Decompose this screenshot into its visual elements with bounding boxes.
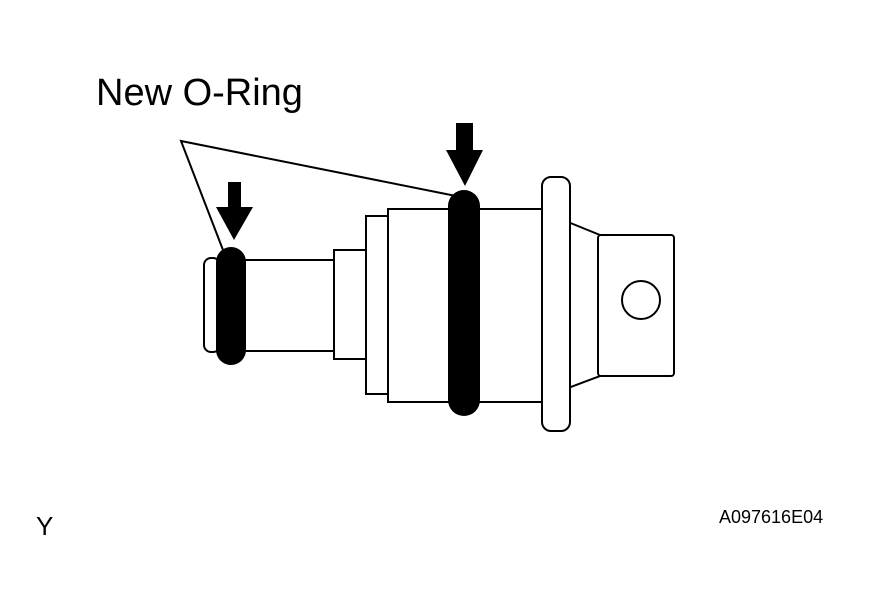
figure-code: A097616E04 (719, 507, 823, 527)
injector-nozzle (231, 259, 337, 352)
connector-pin-hole (621, 280, 661, 320)
small-o-ring (216, 247, 246, 365)
large-o-ring (448, 190, 480, 416)
leader-lines (179, 139, 457, 251)
injector-flange (541, 176, 571, 432)
injector-taper (567, 220, 601, 390)
new-o-ring-label: New O-Ring (96, 72, 303, 114)
corner-mark: Y (36, 511, 53, 541)
large-o-ring-arrow (446, 123, 483, 186)
small-o-ring-arrow (216, 182, 253, 240)
injector-band (365, 215, 391, 395)
fuel-injector (203, 176, 675, 432)
injector-step (333, 249, 369, 360)
